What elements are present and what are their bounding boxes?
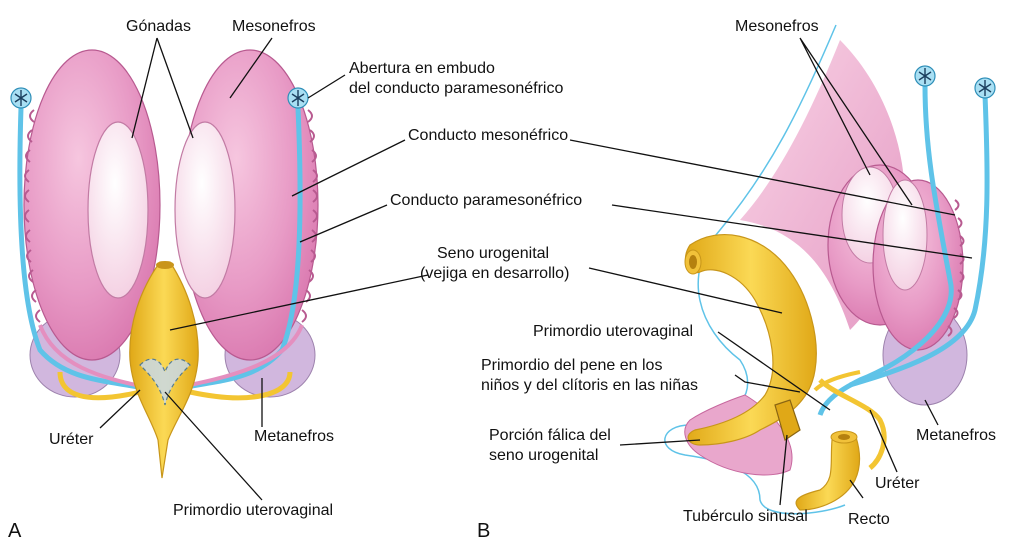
label-pene-2: niños y del clítoris en las niñas [481, 377, 698, 394]
label-gonadas: Gónadas [126, 18, 191, 35]
sinus-top-opening [156, 261, 174, 269]
label-conducto-mesonefrico: Conducto mesonéfrico [408, 127, 568, 144]
label-conducto-paramesonefrico: Conducto paramesonéfrico [390, 192, 582, 209]
label-falica-1: Porción fálica del [489, 427, 611, 444]
label-falica-2: seno urogenital [489, 447, 598, 464]
funnel-opening-b1 [915, 66, 935, 86]
rectum-lumen [838, 434, 850, 440]
label-mesonefros-b: Mesonefros [735, 18, 819, 35]
funnel-opening-b2 [975, 78, 995, 98]
label-mesonefros-a: Mesonefros [232, 18, 316, 35]
panel-letter-b: B [477, 520, 490, 542]
label-seno-1: Seno urogenital [437, 245, 549, 262]
label-metanefros-a: Metanefros [254, 428, 334, 445]
gonad-left [88, 122, 148, 298]
label-ureter-b: Uréter [875, 475, 920, 492]
label-primordio-uterovaginal-a: Primordio uterovaginal [173, 502, 333, 519]
label-abertura-1: Abertura en embudo [349, 60, 495, 77]
label-tuberculo: Tubérculo sinusal [683, 508, 808, 525]
label-abertura-2: del conducto paramesonéfrico [349, 80, 563, 97]
funnel-opening-right [288, 88, 308, 108]
funnel-opening-left [11, 88, 31, 108]
sinus-lumen-b [689, 255, 697, 269]
label-seno-2: (vejiga en desarrollo) [420, 265, 569, 282]
label-primordio-uterovaginal-b: Primordio uterovaginal [533, 323, 693, 340]
label-pene-1: Primordio del pene en los [481, 357, 662, 374]
gonad-right [175, 122, 235, 298]
label-ureter-a: Uréter [49, 431, 94, 448]
label-recto: Recto [848, 511, 890, 528]
label-metanefros-b: Metanefros [916, 427, 996, 444]
panel-letter-a: A [8, 520, 22, 542]
gonad-b-front [883, 180, 927, 290]
rectum [796, 437, 860, 510]
